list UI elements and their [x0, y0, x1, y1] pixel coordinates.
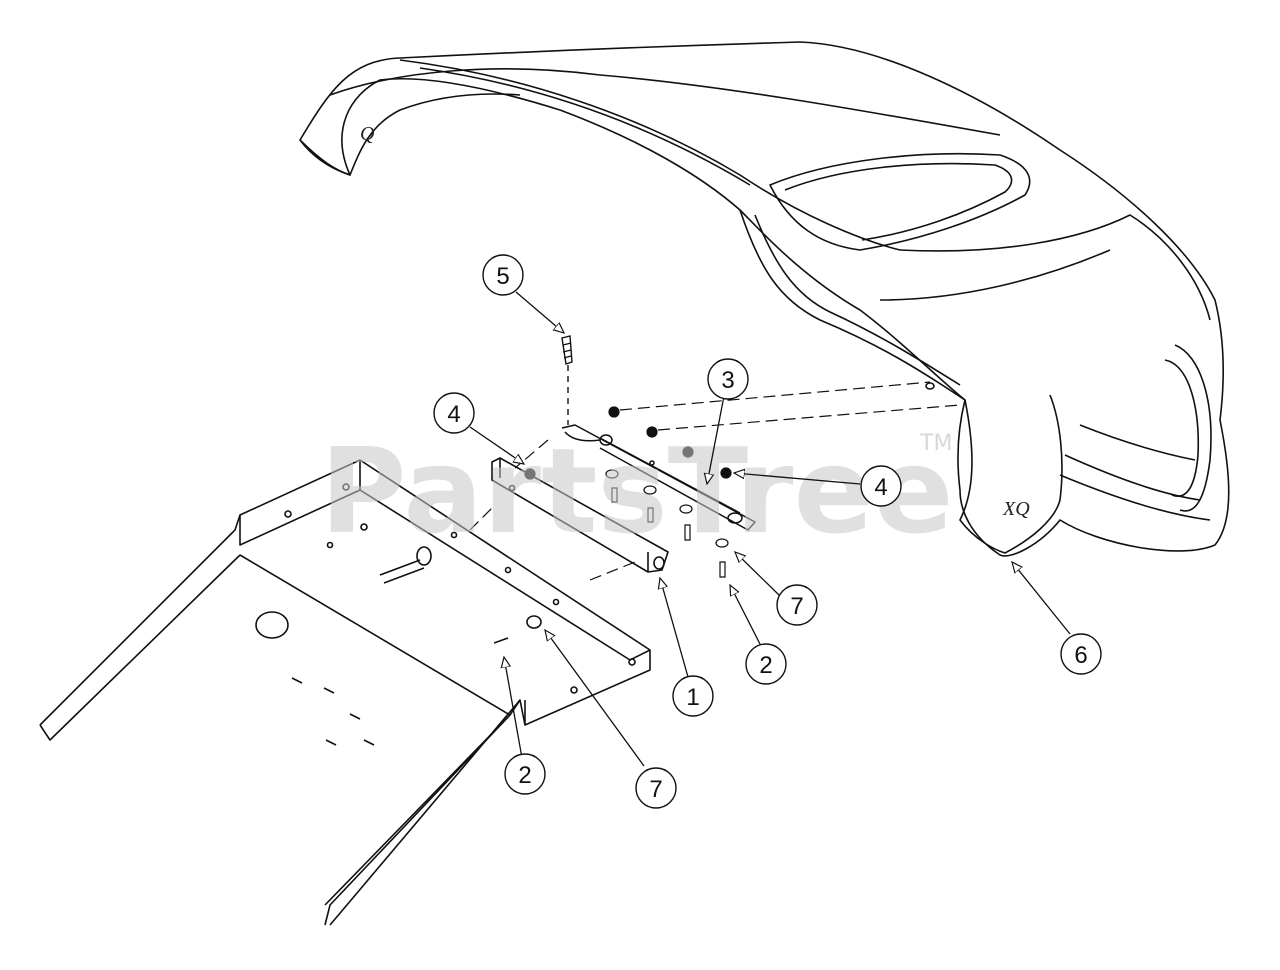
nut: [682, 446, 694, 458]
hood-assembly: [299, 41, 1230, 557]
frame-plate: [39, 459, 651, 926]
hood-left-flap: [299, 93, 521, 176]
washer: [679, 504, 693, 514]
washer: [643, 485, 657, 495]
svg-text:2: 2: [518, 762, 531, 789]
svg-text:5: 5: [496, 263, 509, 290]
svg-text:3: 3: [721, 367, 734, 394]
bolt: [647, 507, 654, 523]
svg-text:4: 4: [447, 401, 460, 428]
hood-left-mark: Q: [360, 123, 375, 145]
bolt: [719, 561, 726, 578]
callout-bubbles: 1 2 2 3 4 4 5 6: [433, 254, 1102, 809]
hood-right-flap: [959, 394, 1063, 554]
nut: [720, 467, 732, 479]
svg-text:6: 6: [1074, 642, 1087, 669]
svg-text:2: 2: [759, 652, 772, 679]
hardware: [524, 406, 732, 578]
nut: [524, 468, 536, 480]
callout-2a: 2: [745, 643, 787, 685]
callout-2b: 2: [504, 753, 546, 795]
callouts: [469, 291, 1071, 767]
hood-outline: [299, 41, 1230, 557]
svg-text:7: 7: [649, 776, 662, 803]
nut: [646, 426, 658, 438]
callout-4a: 4: [433, 392, 475, 434]
hinge-rod: [561, 424, 756, 531]
washer: [605, 469, 619, 479]
callout-4b: 4: [860, 465, 902, 507]
nut: [608, 406, 620, 418]
hood-right-mark: XQ: [1002, 498, 1030, 520]
watermark-tm: TM: [919, 431, 952, 456]
callout-7a: 7: [776, 584, 818, 626]
hood-grille: [1174, 344, 1212, 512]
bolt: [684, 524, 691, 541]
washer: [715, 538, 729, 548]
watermark-text: PartsTree: [320, 422, 954, 560]
hinge-bracket: [491, 457, 669, 573]
svg-text:1: 1: [686, 684, 699, 711]
callout-6: 6: [1060, 633, 1102, 675]
hood-vent-recess: [769, 152, 1031, 251]
callout-7b: 7: [635, 767, 677, 809]
callout-1: 1: [672, 675, 714, 717]
callout-5: 5: [482, 254, 524, 296]
spring-clip: [561, 335, 573, 425]
callout-3: 3: [707, 358, 749, 400]
bolt: [611, 487, 618, 503]
svg-text:4: 4: [874, 474, 887, 501]
svg-text:7: 7: [790, 593, 803, 620]
